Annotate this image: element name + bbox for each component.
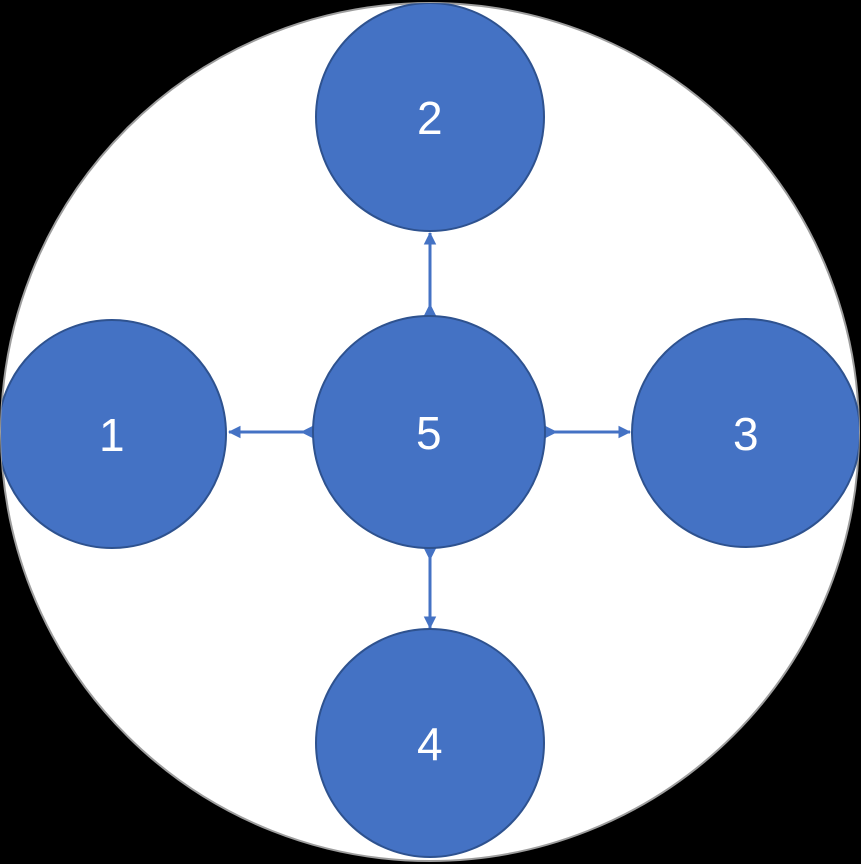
node-circle-2[interactable]: 2 <box>315 3 545 232</box>
connectors-group <box>227 231 632 630</box>
node-circle-1[interactable]: 1 <box>0 319 227 549</box>
node-circle-3[interactable]: 3 <box>631 318 860 548</box>
node-circle-5-center-hub[interactable]: 5 <box>312 315 546 549</box>
node-shape-5[interactable] <box>312 315 546 549</box>
node-shape-2[interactable] <box>315 3 545 232</box>
node-shape-4[interactable] <box>315 628 545 858</box>
node-shape-1[interactable] <box>0 319 227 549</box>
node-shape-3[interactable] <box>631 318 860 548</box>
node-circle-4[interactable]: 4 <box>315 628 545 858</box>
